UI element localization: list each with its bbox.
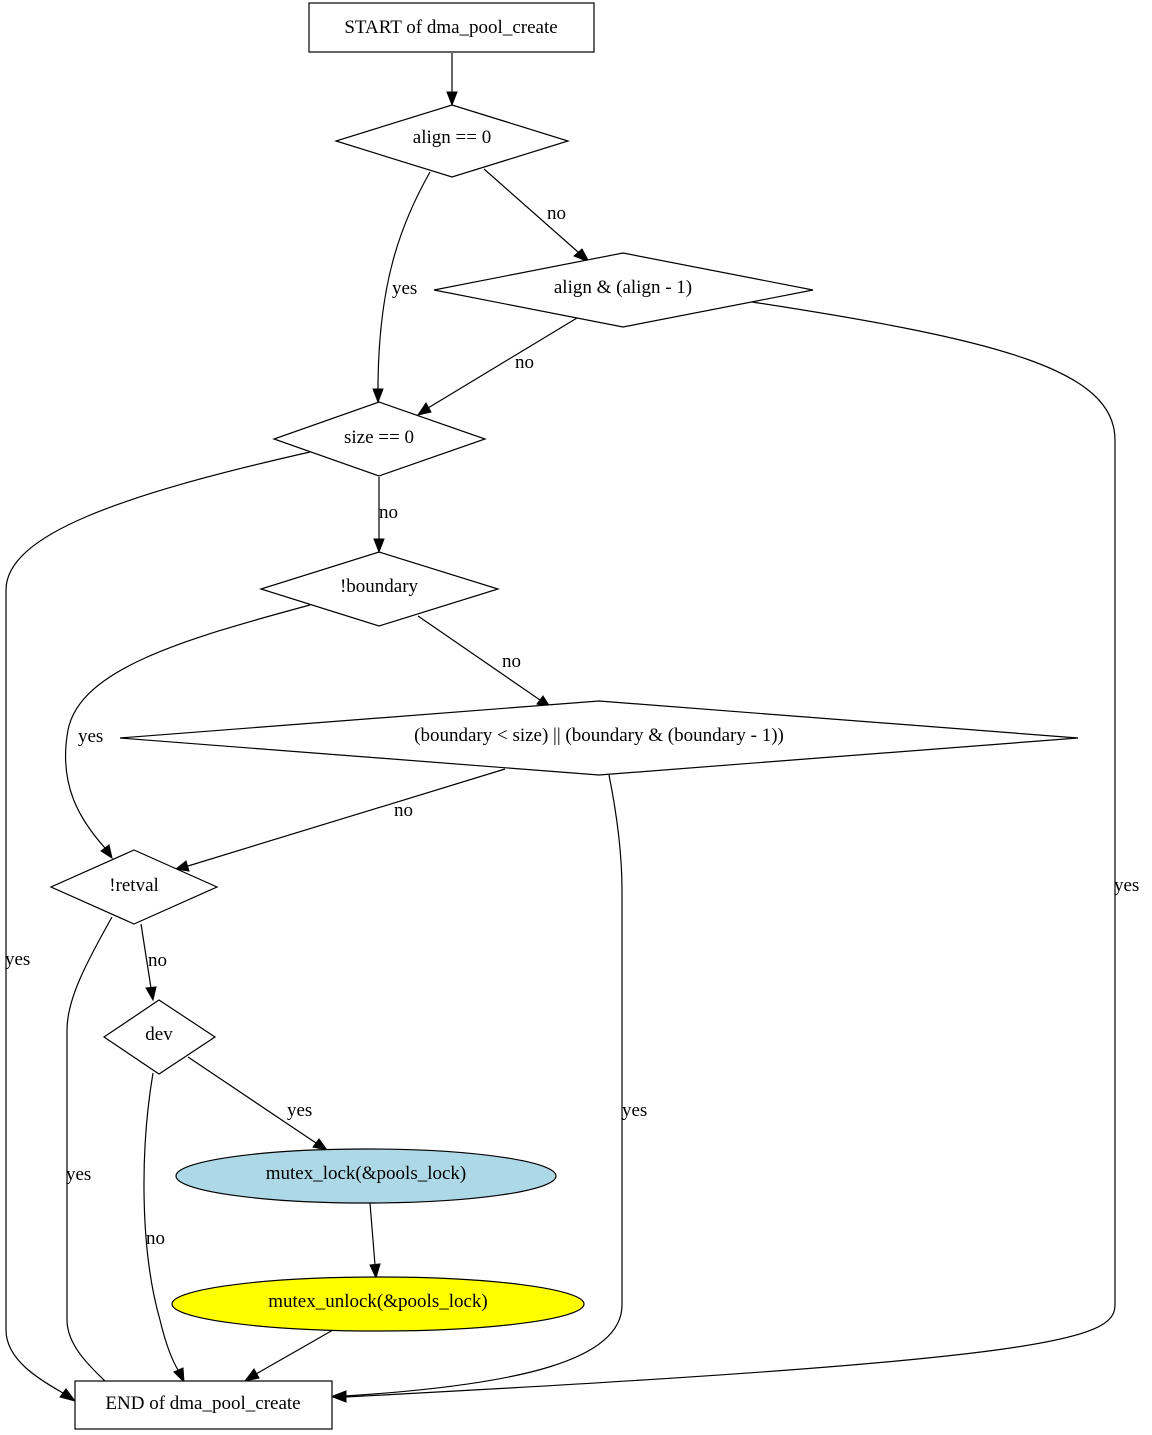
boundary-check-decision: (boundary < size) || (boundary & (bounda… [119, 700, 1079, 776]
edge-start-to-align [446, 53, 458, 107]
edge-label-no: no [502, 651, 521, 672]
edge-lock-to-unlock [369, 1202, 381, 1280]
align-zero-label: align == 0 [413, 127, 491, 148]
align-zero-decision: align == 0 [333, 104, 571, 178]
edge-label-yes: yes [392, 278, 417, 299]
dev-label: dev [145, 1024, 173, 1045]
edge-size-zero-no: no [373, 477, 398, 554]
edge-boundary-check-yes: yes [331, 774, 647, 1402]
edge-align-pow2-no: no [416, 317, 578, 416]
edge-dev-yes: yes [187, 1056, 329, 1151]
dev-decision: dev [102, 999, 217, 1075]
end-node: END of dma_pool_create [74, 1380, 333, 1430]
mutex-lock-label: mutex_lock(&pools_lock) [266, 1163, 467, 1184]
nodes: START of dma_pool_create align == 0 alig… [49, 2, 1079, 1430]
mutex-lock-node: mutex_lock(&pools_lock) [175, 1148, 557, 1204]
edge-label-no: no [148, 950, 167, 971]
edge-not-boundary-yes: yes [64, 604, 311, 860]
mutex-unlock-label: mutex_unlock(&pools_lock) [268, 1291, 488, 1312]
size-zero-decision: size == 0 [272, 401, 487, 477]
start-node: START of dma_pool_create [308, 2, 595, 53]
edge-size-zero-yes: yes [5, 451, 311, 1402]
end-label: END of dma_pool_create [105, 1393, 300, 1414]
edge-label-no: no [515, 352, 534, 373]
mutex-unlock-node: mutex_unlock(&pools_lock) [171, 1276, 585, 1332]
edge-label-yes: yes [287, 1100, 312, 1121]
not-retval-label: !retval [109, 875, 159, 896]
edge-label-no: no [394, 800, 413, 821]
edge-label-no: no [379, 502, 398, 523]
edge-label-no: no [146, 1228, 165, 1249]
edge-not-boundary-no: no [417, 615, 552, 708]
edge-not-retval-no: no [140, 923, 167, 1002]
not-boundary-label: !boundary [340, 576, 419, 597]
not-boundary-decision: !boundary [258, 551, 501, 627]
boundary-check-label: (boundary < size) || (boundary & (bounda… [414, 725, 784, 746]
align-pow2-decision: align & (align - 1) [433, 252, 814, 328]
edge-not-retval-yes: yes [66, 916, 122, 1400]
size-zero-label: size == 0 [344, 427, 414, 448]
edge-label-yes: yes [5, 949, 30, 970]
edge-label-no: no [547, 203, 566, 224]
edge-align-pow2-yes: yes [331, 301, 1139, 1403]
edge-label-yes: yes [1114, 875, 1139, 896]
not-retval-decision: !retval [49, 849, 219, 925]
edge-label-yes: yes [78, 726, 103, 747]
edge-dev-no: no [143, 1072, 185, 1384]
edge-unlock-to-end [243, 1329, 334, 1382]
edge-label-yes: yes [66, 1164, 91, 1185]
start-label: START of dma_pool_create [344, 17, 557, 38]
edges: yes no no yes yes no [5, 53, 1139, 1403]
edge-label-yes: yes [622, 1100, 647, 1121]
edge-align-zero-no: no [483, 168, 591, 263]
edge-boundary-check-no: no [174, 768, 506, 872]
edge-align-zero-yes: yes [372, 171, 431, 404]
align-pow2-label: align & (align - 1) [554, 277, 692, 298]
